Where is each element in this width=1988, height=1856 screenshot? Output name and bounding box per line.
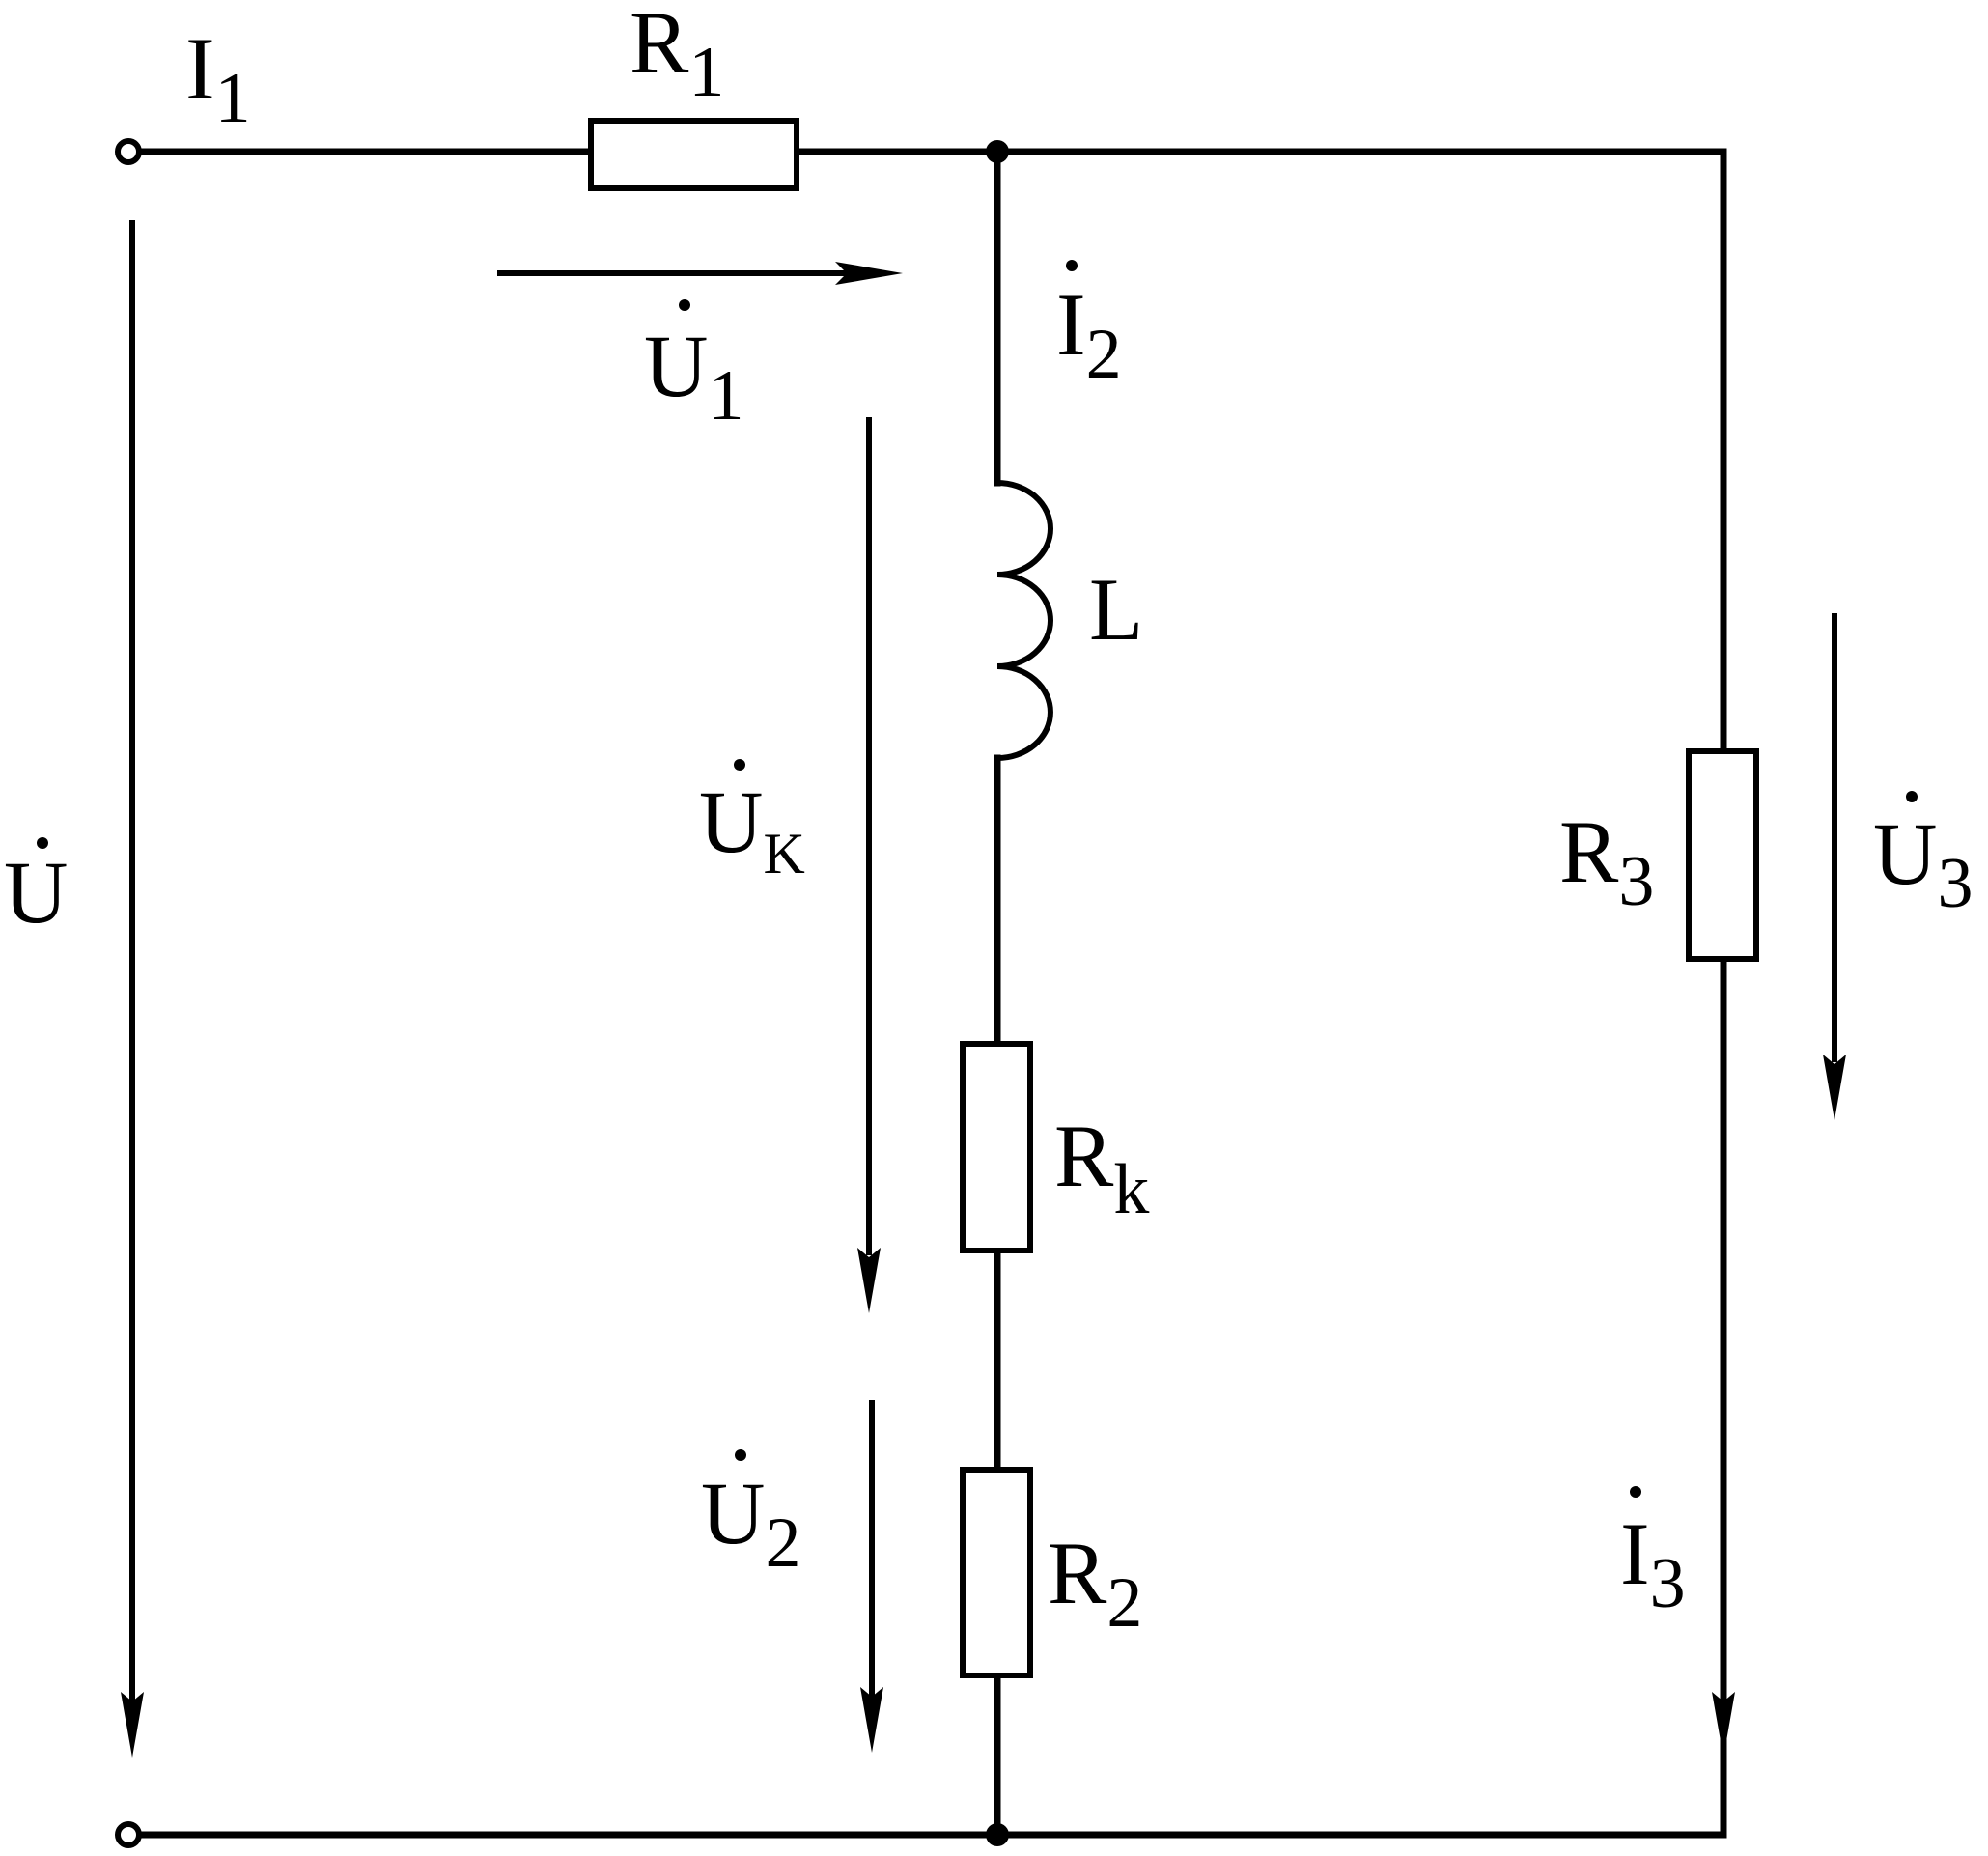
label-u1: U1 bbox=[644, 317, 743, 436]
label-i1: I1 bbox=[185, 19, 251, 138]
arrow-u2-head bbox=[860, 1687, 883, 1753]
label-r2: R2 bbox=[1048, 1524, 1142, 1643]
arrow-u-head bbox=[121, 1692, 144, 1758]
label-i3: I3 bbox=[1620, 1504, 1686, 1623]
label-uk: UK bbox=[699, 773, 805, 886]
phasor-dot-u3 bbox=[1906, 791, 1918, 802]
phasor-dot-i2 bbox=[1066, 260, 1078, 271]
arrow-u1-head bbox=[835, 262, 903, 285]
bottom-terminal bbox=[115, 1821, 142, 1848]
resistor-r1 bbox=[588, 118, 799, 191]
label-u2: U2 bbox=[701, 1464, 800, 1583]
arrow-u3-head bbox=[1823, 1055, 1846, 1120]
label-r3: R3 bbox=[1559, 802, 1654, 921]
label-u3: U3 bbox=[1873, 804, 1973, 923]
bottom-node bbox=[986, 1823, 1009, 1846]
labels: I1 R1 U1 I2 L UK U Rk R3 U3 U2 R2 I3 bbox=[4, 0, 1973, 1643]
label-i2: I2 bbox=[1056, 275, 1122, 394]
resistor-rk bbox=[960, 1041, 1033, 1253]
phasor-dot-u2 bbox=[735, 1449, 746, 1461]
inductor-l bbox=[996, 480, 1053, 761]
label-u: U bbox=[4, 843, 68, 942]
label-rk: Rk bbox=[1054, 1107, 1149, 1229]
label-r1: R1 bbox=[630, 0, 724, 112]
arrow-i3-head bbox=[1712, 1692, 1735, 1758]
resistor-r3 bbox=[1686, 748, 1759, 962]
resistor-r2 bbox=[960, 1467, 1033, 1678]
phasor-dot-u bbox=[37, 837, 48, 849]
top-node bbox=[986, 140, 1009, 163]
phasor-dot-uk bbox=[734, 759, 745, 771]
phasor-dot-u1 bbox=[679, 299, 690, 311]
arrows bbox=[121, 220, 1846, 1758]
phasor-dot-i3 bbox=[1630, 1486, 1641, 1498]
arrow-uk-head bbox=[857, 1248, 881, 1313]
wires bbox=[133, 148, 1727, 1839]
top-terminal bbox=[115, 138, 142, 165]
label-l: L bbox=[1089, 560, 1143, 659]
